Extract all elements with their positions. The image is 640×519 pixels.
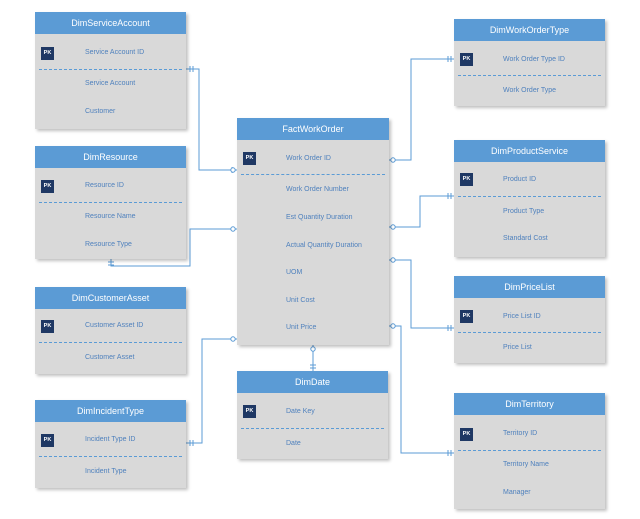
field: Resource Type [85,241,132,248]
rel-price-list [389,259,454,329]
field: Unit Cost [286,297,315,304]
entity-dim-price-list[interactable]: DimPriceList PK Price List ID Price List [454,276,605,363]
entity-title: DimProductService [454,140,605,162]
pk-badge: PK [41,320,54,333]
entity-dim-customer-asset[interactable]: DimCustomerAsset PK Customer Asset ID Cu… [35,287,186,374]
entity-title: DimTerritory [454,393,605,415]
rel-service-account [186,68,237,171]
crow-circle [390,257,396,263]
field: Unit Price [286,324,317,331]
pk-separator [241,174,385,175]
entity-title: DimWorkOrderType [454,19,605,41]
pk-separator [458,332,601,333]
field: Customer Asset [85,354,135,361]
pk-badge: PK [41,434,54,447]
pk-separator [458,75,601,76]
pk-field: Product ID [503,176,537,183]
field: Est Quantity Duration [286,214,353,221]
pk-separator [458,450,601,451]
entity-dim-product-service[interactable]: DimProductService PK Product ID Product … [454,140,605,257]
field: UOM [286,269,303,276]
field: Service Account [85,80,136,87]
field: Work Order Number [286,186,349,193]
pk-field: Service Account ID [85,49,145,56]
pk-badge: PK [460,428,473,441]
entity-title: DimServiceAccount [35,12,186,34]
pk-separator [39,69,182,70]
entity-title: FactWorkOrder [237,118,389,140]
rel-resource [110,228,237,267]
crow-circle [230,336,236,342]
pk-badge: PK [460,173,473,186]
pk-field: Work Order ID [286,155,331,162]
entity-dim-resource[interactable]: DimResource PK Resource ID Resource Name… [35,146,186,259]
entity-fact-work-order[interactable]: FactWorkOrder PK Work Order ID Work Orde… [237,118,389,345]
entity-title: DimDate [237,371,388,393]
entity-title: DimResource [35,146,186,168]
pk-separator [39,342,182,343]
entity-title: DimCustomerAsset [35,287,186,309]
crow-circle [390,157,396,163]
entity-dim-date[interactable]: DimDate PK Date Key Date [237,371,388,459]
rel-territory [389,325,454,454]
field: Price List [503,344,532,351]
pk-separator [39,202,182,203]
field: Date [286,440,301,447]
rel-work-order-type [389,58,454,161]
field: Customer [85,108,116,115]
entity-dim-service-account[interactable]: DimServiceAccount PK Service Account ID … [35,12,186,129]
entity-dim-incident-type[interactable]: DimIncidentType PK Incident Type ID Inci… [35,400,186,488]
pk-field: Customer Asset ID [85,322,144,329]
field: Territory Name [503,461,549,468]
pk-separator [241,428,384,429]
rel-product-service [389,195,454,228]
field: Standard Cost [503,235,548,242]
field: Work Order Type [503,87,557,94]
entity-title: DimPriceList [454,276,605,298]
field: Incident Type [85,468,127,475]
field: Product Type [503,208,545,215]
crow-circle [390,224,396,230]
pk-badge: PK [243,152,256,165]
pk-badge: PK [41,180,54,193]
pk-field: Territory ID [503,430,538,437]
pk-separator [39,456,182,457]
entity-dim-territory[interactable]: DimTerritory PK Territory ID Territory N… [454,393,605,509]
crow-circle [390,323,396,329]
entity-title: DimIncidentType [35,400,186,422]
rel-incident-type [186,338,237,444]
entity-dim-work-order-type[interactable]: DimWorkOrderType PK Work Order Type ID W… [454,19,605,106]
pk-field: Work Order Type ID [503,56,565,63]
field: Resource Name [85,213,136,220]
pk-field: Price List ID [503,313,541,320]
crow-circle [230,226,236,232]
crow-circle [230,167,236,173]
crow-circle [310,346,316,352]
pk-badge: PK [460,53,473,66]
pk-separator [458,196,601,197]
pk-field: Date Key [286,408,315,415]
pk-field: Incident Type ID [85,436,136,443]
field: Manager [503,489,531,496]
pk-badge: PK [460,310,473,323]
field: Actual Quantity Duration [286,242,362,249]
pk-badge: PK [41,47,54,60]
pk-field: Resource ID [85,182,124,189]
pk-badge: PK [243,405,256,418]
